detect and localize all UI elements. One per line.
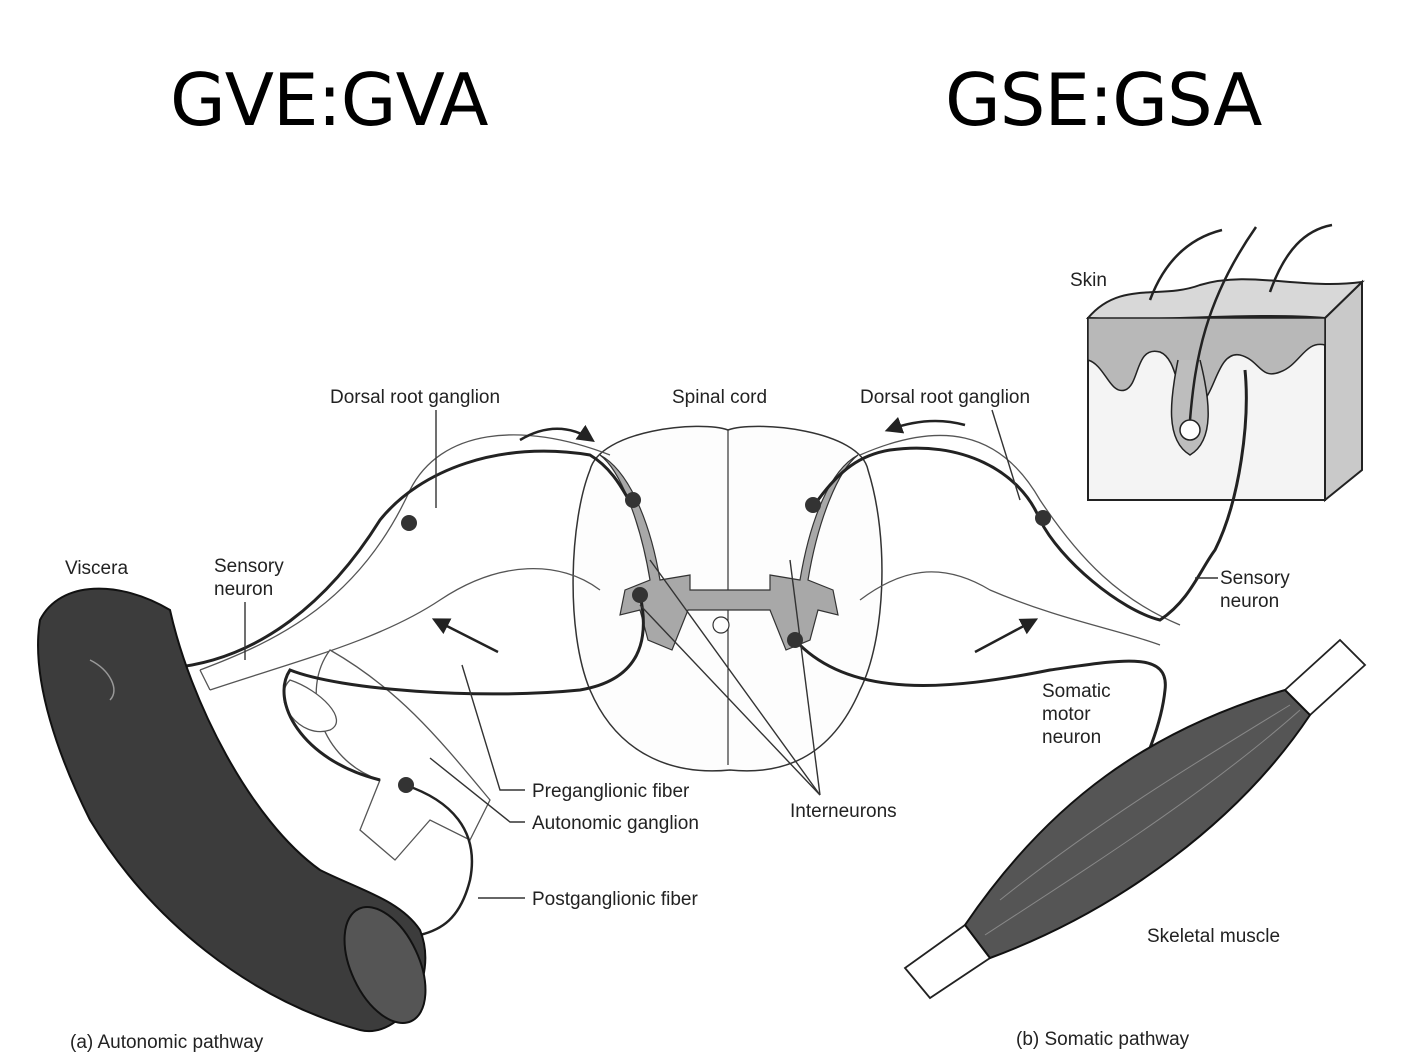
label-interneurons: Interneurons <box>790 801 897 822</box>
title-gse-gsa: GSE:GSA <box>945 58 1262 142</box>
label-sensory-neuron-left-line2: neuron <box>214 579 273 600</box>
label-dorsal-root-ganglion-left: Dorsal root ganglion <box>330 387 500 408</box>
skeletal-muscle-illustration <box>903 638 1367 1000</box>
label-autonomic-ganglion: Autonomic ganglion <box>532 813 699 834</box>
autonomic-pathway-outline <box>169 424 648 937</box>
label-sensory-neuron-left-line1: Sensory <box>214 556 284 577</box>
caption-somatic-pathway: (b) Somatic pathway <box>1016 1029 1190 1050</box>
label-postganglionic-fiber: Postganglionic fiber <box>532 889 698 910</box>
label-sensory-neuron-right-line2: neuron <box>1220 591 1279 612</box>
label-somatic-motor-neuron-line2: motor <box>1042 704 1091 725</box>
spinal-cord <box>572 425 883 772</box>
label-skeletal-muscle: Skeletal muscle <box>1147 926 1280 947</box>
title-gve-gva: GVE:GVA <box>170 58 488 142</box>
skin-illustration <box>1085 223 1365 503</box>
label-dorsal-root-ganglion-right: Dorsal root ganglion <box>860 387 1030 408</box>
caption-autonomic-pathway: (a) Autonomic pathway <box>70 1032 264 1053</box>
label-preganglionic-fiber: Preganglionic fiber <box>532 781 690 802</box>
label-sensory-neuron-right-line1: Sensory <box>1220 568 1290 589</box>
label-viscera: Viscera <box>65 558 128 579</box>
leader-lines <box>244 409 1218 899</box>
label-somatic-motor-neuron-line3: neuron <box>1042 727 1101 748</box>
label-somatic-motor-neuron-line1: Somatic <box>1042 681 1111 702</box>
label-skin: Skin <box>1070 270 1107 291</box>
viscera-illustration <box>37 587 427 1033</box>
label-spinal-cord: Spinal cord <box>672 387 767 408</box>
